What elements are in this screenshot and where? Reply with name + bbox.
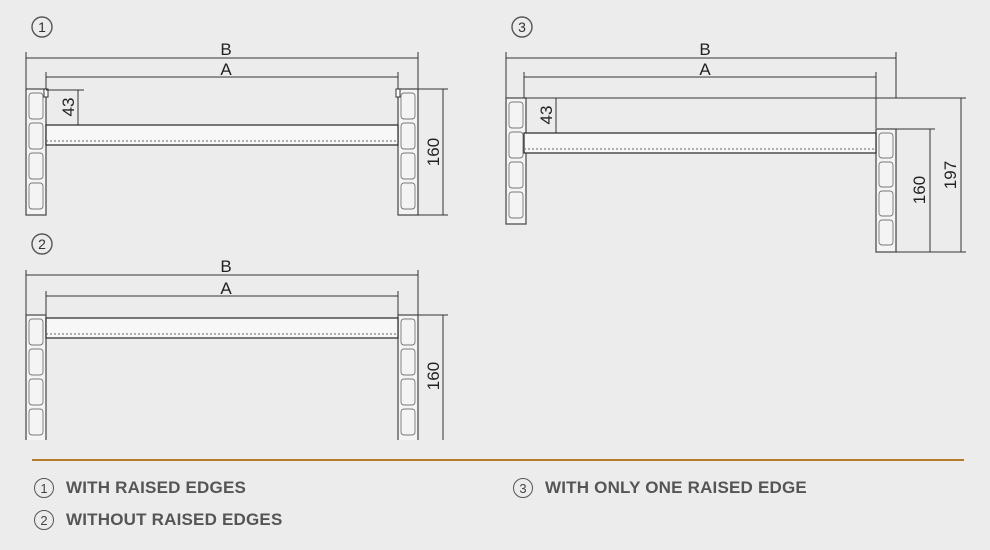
legend-marker-1: 1 xyxy=(34,478,54,498)
legend-label-3: WITH ONLY ONE RAISED EDGE xyxy=(545,478,807,497)
diagram-3-marker: 3 xyxy=(518,19,526,35)
legend-marker-3: 3 xyxy=(513,478,533,498)
legend-divider xyxy=(32,459,964,461)
legend-label-2: WITHOUT RAISED EDGES xyxy=(66,510,283,529)
diagram-2-dim-b: B xyxy=(220,257,231,276)
diagram-3-dim-height: 160 xyxy=(910,176,929,204)
diagram-3-dim-a: A xyxy=(699,60,711,79)
diagram-1-dim-b: B xyxy=(220,40,231,59)
diagram-1-dim-height: 160 xyxy=(424,138,443,166)
diagram-3-dim-total: 197 xyxy=(941,161,960,189)
diagram-2-marker: 2 xyxy=(38,236,46,252)
legend-label-1: WITH RAISED EDGES xyxy=(66,478,247,497)
diagram-2-dim-height: 160 xyxy=(424,362,443,390)
legend-item-1: 1 WITH RAISED EDGES xyxy=(34,476,246,500)
diagram-2-dim-a: A xyxy=(220,279,232,298)
diagram-1-dim-edge: 43 xyxy=(59,98,78,117)
legend-item-3: 3 WITH ONLY ONE RAISED EDGE xyxy=(513,476,807,500)
legend-item-2: 2 WITHOUT RAISED EDGES xyxy=(34,508,283,532)
diagram-1-marker: 1 xyxy=(38,19,46,35)
diagram-1 xyxy=(25,16,448,216)
diagram-2 xyxy=(25,233,448,440)
diagram-1-dim-a: A xyxy=(220,60,232,79)
diagram-3 xyxy=(505,16,966,253)
diagram-3-dim-edge: 43 xyxy=(537,106,556,125)
technical-drawing: 1 B A 43 160 2 B A 160 xyxy=(25,16,966,440)
diagram-3-dim-b: B xyxy=(699,40,710,59)
legend-marker-2: 2 xyxy=(34,510,54,530)
